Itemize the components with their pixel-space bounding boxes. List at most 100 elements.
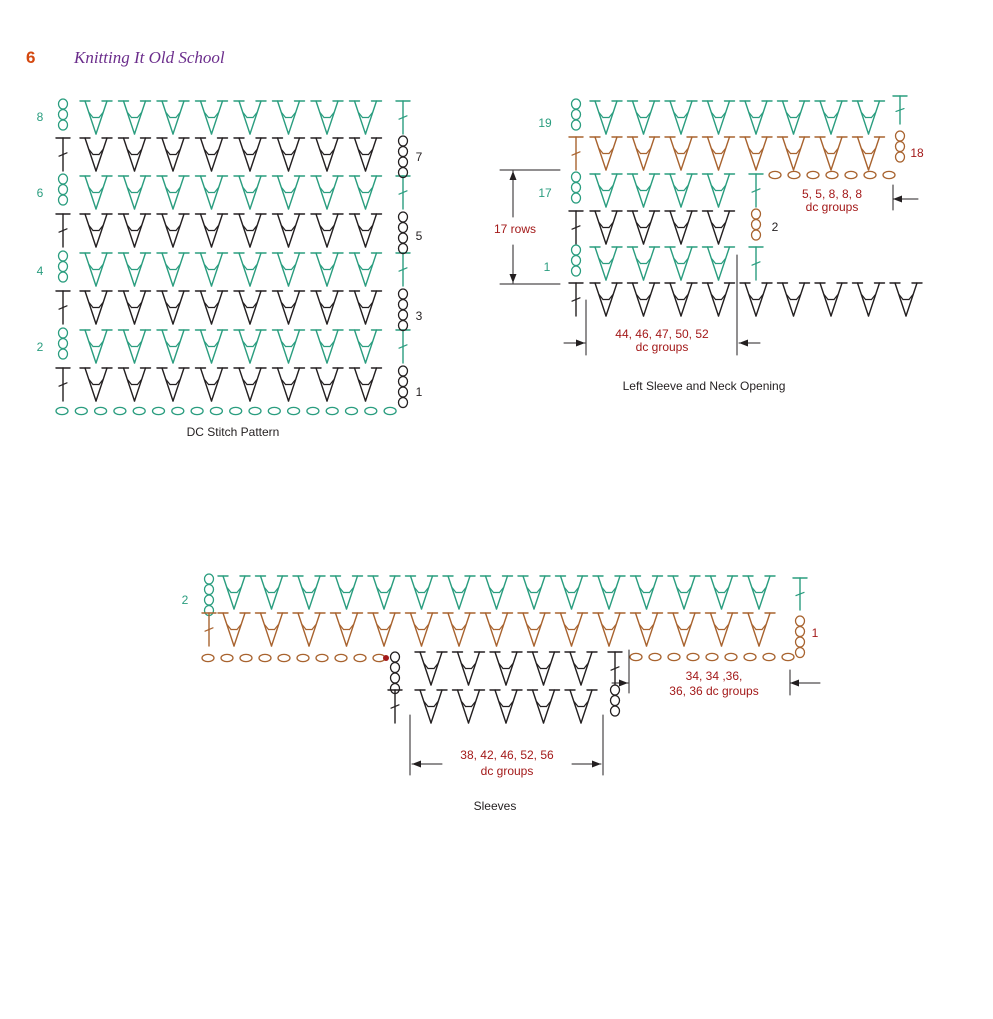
- dc-group-stitch: [271, 213, 306, 248]
- dc-stitch-bar: [598, 111, 604, 119]
- dc-stitch-right: [210, 137, 224, 172]
- dc-stitch-bar: [319, 263, 325, 271]
- turning-chain: [397, 298, 409, 311]
- dc-stitch-bar: [488, 586, 495, 594]
- foundation-chain: [220, 653, 234, 663]
- row-label-4: 4: [37, 264, 44, 278]
- dc-stitch-bar: [280, 186, 287, 194]
- dc-stitch-bar: [290, 186, 297, 194]
- dc-group-stitch: [742, 612, 776, 647]
- dc-stitch-right: [420, 575, 434, 610]
- dc-group-stitch: [442, 612, 476, 647]
- dc-group-stitch: [310, 213, 344, 248]
- dc-stitch-left: [819, 100, 832, 135]
- dc-stitch-right: [133, 367, 147, 402]
- turning-chain: [397, 365, 409, 377]
- foundation-chain: [383, 406, 397, 416]
- dc-stitch-left: [315, 252, 328, 287]
- dc-group-stitch: [156, 329, 190, 364]
- dc-stitch-right: [717, 282, 731, 317]
- dc-stitch-bar: [635, 184, 642, 192]
- dc-stitch-bar: [280, 378, 287, 386]
- foundation-chain: [629, 652, 643, 662]
- dc-post-bar: [398, 115, 408, 120]
- dc-group-stitch: [271, 252, 306, 287]
- dc-group-stitch: [156, 175, 190, 210]
- dc-stitch-right: [542, 651, 556, 686]
- dc-stitch-left: [238, 367, 251, 402]
- dc-stitch-right: [249, 175, 262, 210]
- dc-group-stitch: [776, 282, 811, 317]
- dc-stitch-right: [420, 612, 434, 647]
- dc-stitch-right: [495, 612, 509, 647]
- dc-stitch-bar: [203, 186, 210, 194]
- dc-stitch-left: [456, 689, 470, 724]
- dc-stitch-bar: [263, 586, 270, 594]
- dc-group-stitch: [292, 575, 326, 610]
- dc-stitch-right: [717, 173, 731, 208]
- foundation-chain: [334, 653, 348, 663]
- dc-stitch-right: [95, 213, 108, 248]
- dc-stitch-bar: [126, 186, 133, 194]
- dc-group-stitch: [704, 612, 739, 647]
- dc-stitch-right: [172, 329, 185, 364]
- dc-stitch-bar: [748, 293, 754, 301]
- dc-stitch-bar: [126, 224, 133, 232]
- dc-stitch-left: [334, 575, 348, 610]
- dc-stitch-bar: [136, 340, 143, 348]
- arrow-head: [576, 339, 585, 347]
- dc-stitch-right: [249, 100, 262, 135]
- dc-stitch-right: [683, 612, 696, 647]
- dc-stitch-bar: [683, 184, 689, 192]
- dc-stitch-bar: [461, 623, 467, 631]
- left-sleeve-caption: Left Sleeve and Neck Opening: [623, 379, 786, 393]
- row-label-1: 1: [416, 385, 423, 399]
- dc-post: [55, 290, 71, 325]
- dc-stitch-bar: [175, 301, 181, 309]
- dc-stitch-bar: [898, 293, 904, 301]
- dc-stitch-bar: [545, 662, 552, 670]
- dc-stitch-left: [315, 290, 328, 325]
- dc-stitch-right: [867, 282, 881, 317]
- dc-stitch-left: [122, 252, 136, 287]
- dc-stitch-right: [233, 612, 246, 647]
- dc-stitch-right: [95, 175, 108, 210]
- dc-group-stitch: [564, 651, 598, 686]
- dc-stitch-right: [717, 210, 731, 245]
- dc-stitch-bar: [126, 148, 133, 156]
- dc-group-stitch: [348, 100, 383, 135]
- dc-stitch-bar: [175, 148, 181, 156]
- dc-stitch-bar: [301, 586, 307, 594]
- dc-stitch-right: [758, 612, 771, 647]
- dc-stitch-bar: [376, 586, 382, 594]
- dc-stitch-bar: [88, 186, 94, 194]
- dc-stitch-bar: [498, 623, 505, 631]
- dc-stitch-bar: [98, 186, 104, 194]
- dc-group-stitch: [310, 290, 344, 325]
- dc-stitch-right: [605, 173, 618, 208]
- dc-stitch-left: [199, 100, 213, 135]
- dc-stitch-left: [706, 100, 720, 135]
- dc-stitch-left: [819, 282, 832, 317]
- foundation-chain: [258, 653, 272, 663]
- dc-stitch-left: [559, 612, 573, 647]
- dc-stitch-bar: [598, 293, 604, 301]
- dc-stitch-bar: [98, 340, 104, 348]
- dc-stitch-left: [161, 290, 174, 325]
- dc-post: [55, 213, 71, 248]
- dc-stitch-bar: [175, 340, 181, 348]
- dc-group-stitch: [79, 100, 113, 135]
- dc-stitch-bar: [498, 662, 504, 670]
- dc-stitch-right: [608, 575, 621, 610]
- dc-stitch-bar: [290, 148, 297, 156]
- dc-group-stitch: [479, 612, 514, 647]
- dc-stitch-bar: [451, 623, 457, 631]
- dc-stitch-bar: [329, 378, 335, 386]
- dc-group-stitch: [704, 575, 739, 610]
- dc-group-stitch: [348, 252, 383, 287]
- dc-group-stitch: [310, 329, 344, 364]
- dc-stitch-bar: [319, 111, 325, 119]
- dc-group-stitch: [217, 575, 251, 610]
- dc-stitch-right: [364, 100, 378, 135]
- dc-group-stitch: [233, 213, 267, 248]
